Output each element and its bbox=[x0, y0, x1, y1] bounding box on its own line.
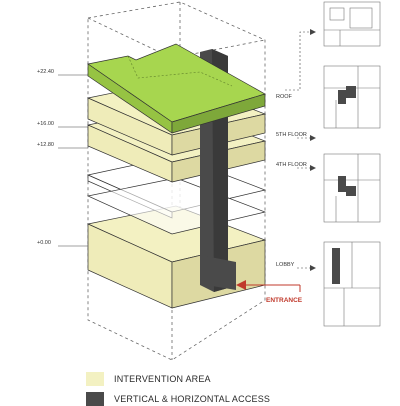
plan-5th-floor bbox=[323, 65, 381, 129]
level-label-0-00: +0.00 bbox=[37, 240, 51, 246]
roof-slab bbox=[87, 43, 266, 134]
level-label-16-00: +16.00 bbox=[37, 121, 54, 127]
legend-item-access: VERTICAL & HORIZONTAL ACCESS bbox=[86, 392, 270, 406]
floor-leaders bbox=[285, 31, 312, 269]
floor-label-5th: 5TH FLOOR bbox=[276, 132, 307, 138]
plan-4th-floor bbox=[323, 153, 381, 223]
plan-roof bbox=[323, 1, 381, 47]
floor-label-4th: 4TH FLOOR bbox=[276, 162, 307, 168]
arrowheads bbox=[310, 29, 316, 271]
plan-lobby bbox=[323, 241, 381, 327]
floor-label-lobby: LOBBY bbox=[276, 262, 295, 268]
legend-label-intervention: INTERVENTION AREA bbox=[114, 374, 211, 384]
legend-item-intervention: INTERVENTION AREA bbox=[86, 372, 211, 386]
legend-label-access: VERTICAL & HORIZONTAL ACCESS bbox=[114, 394, 271, 404]
entrance-label: ENTRANCE bbox=[266, 297, 303, 304]
floor-label-roof: ROOF bbox=[276, 94, 293, 100]
level-guides bbox=[58, 74, 88, 247]
level-label-22-40: +22.40 bbox=[37, 69, 54, 75]
legend-swatch-intervention bbox=[86, 372, 104, 386]
legend-swatch-access bbox=[86, 392, 104, 406]
entrance-arrow-icon bbox=[236, 280, 301, 292]
level-label-12-80: +12.80 bbox=[37, 142, 54, 148]
